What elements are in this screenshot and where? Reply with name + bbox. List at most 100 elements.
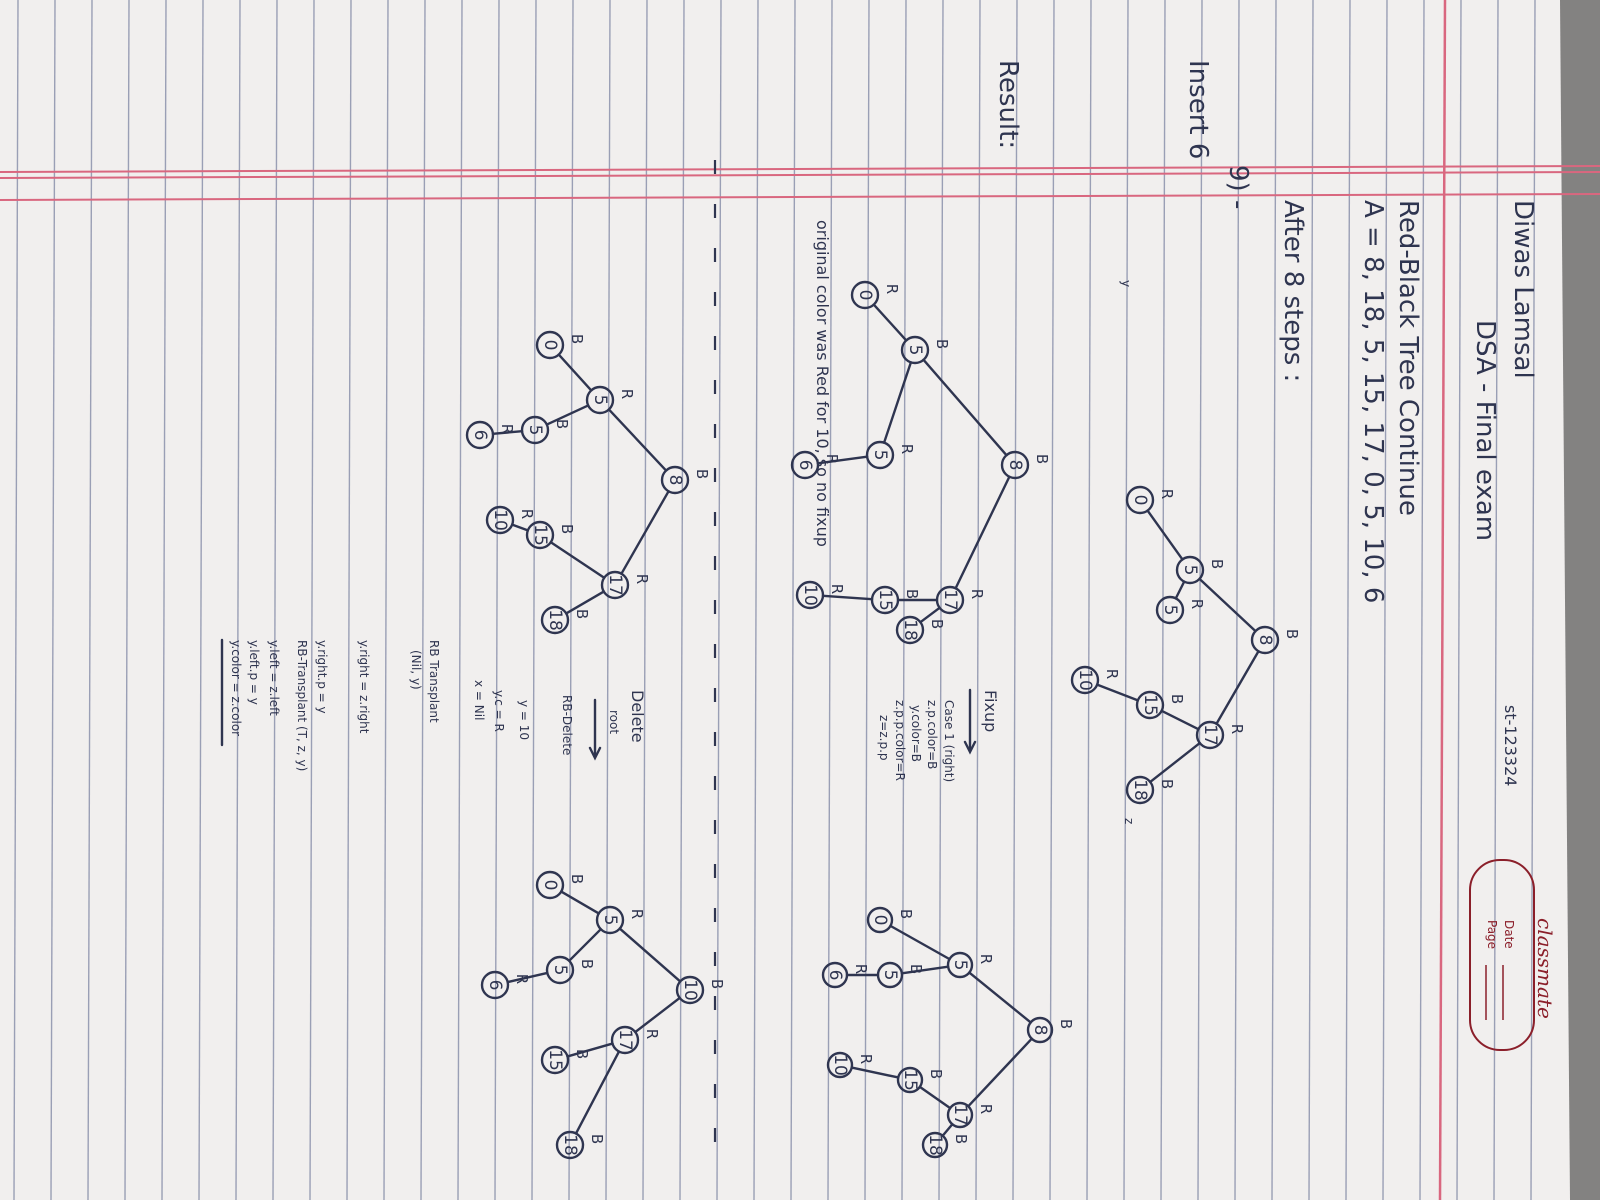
tree-edge bbox=[889, 924, 951, 961]
rule-line bbox=[1456, 0, 1462, 1200]
node-color-label: B bbox=[573, 1049, 591, 1059]
node-key: 5 bbox=[590, 395, 610, 406]
tree-edge bbox=[821, 594, 874, 601]
node-key: 18 bbox=[1130, 779, 1150, 801]
rule-line bbox=[716, 0, 722, 1200]
node-color-label: R bbox=[628, 909, 646, 919]
node-color-label: R bbox=[883, 284, 901, 294]
node-key: 6 bbox=[825, 970, 845, 981]
tree-node bbox=[1155, 595, 1185, 625]
tree-node bbox=[545, 955, 575, 985]
tree-node bbox=[790, 450, 820, 480]
transplant-note-6: y.left = z.left bbox=[267, 640, 281, 716]
node-key: 18 bbox=[560, 1134, 580, 1156]
question-title: Red-Black Tree Continue bbox=[1393, 200, 1423, 516]
tree-edge bbox=[941, 1123, 954, 1137]
tree-node bbox=[935, 585, 965, 615]
result-label: Result: bbox=[993, 60, 1023, 149]
node-color-label: B bbox=[903, 589, 921, 599]
tree-edge bbox=[506, 971, 549, 984]
node-key: 6 bbox=[485, 980, 505, 991]
node-key: 5 bbox=[870, 450, 890, 461]
tree-edge bbox=[882, 361, 913, 444]
rule-line bbox=[272, 0, 278, 1200]
tree-node bbox=[876, 961, 904, 989]
tree-edge bbox=[1198, 577, 1257, 633]
tree-edge bbox=[574, 1050, 621, 1135]
node-key: 10 bbox=[830, 1054, 850, 1076]
transplant-note-7: y.left.p = y bbox=[247, 640, 261, 705]
tree-node bbox=[1000, 450, 1030, 480]
tree-node bbox=[540, 605, 570, 635]
tree-node bbox=[900, 335, 930, 365]
node-color-label: R bbox=[852, 964, 870, 974]
rule-line bbox=[346, 0, 352, 1200]
delete-label: Delete bbox=[628, 690, 647, 743]
tree-node bbox=[795, 580, 825, 610]
delete-note-1: y = 10 bbox=[517, 700, 531, 740]
fixup-notes: Fixup Case 1 (right) z.p.color=B y.color… bbox=[877, 688, 1000, 782]
node-key: 0 bbox=[870, 915, 890, 926]
node-key: 15 bbox=[900, 1069, 920, 1091]
node-key: 15 bbox=[545, 1049, 565, 1071]
tree-node bbox=[896, 1066, 924, 1094]
tree-edge bbox=[607, 408, 668, 472]
tree-edge bbox=[510, 523, 530, 532]
tree-edge bbox=[922, 358, 1008, 457]
tree-node bbox=[555, 1130, 585, 1160]
conclusion-note: original color was Red for 10, so no fix… bbox=[813, 220, 832, 547]
node-color-label: R bbox=[828, 584, 846, 594]
tree-edge bbox=[491, 429, 524, 436]
transplant-note-1: RB Transplant bbox=[427, 640, 441, 723]
node-key: 5 bbox=[600, 915, 620, 926]
fixup-label: Fixup bbox=[981, 690, 1000, 732]
node-color-label: B bbox=[928, 619, 946, 629]
node-key: 0 bbox=[540, 340, 560, 351]
tree-edge bbox=[1149, 741, 1201, 784]
node-color-label: B bbox=[588, 1134, 606, 1144]
tree-edge bbox=[545, 404, 590, 426]
node-key: 8 bbox=[1005, 460, 1025, 471]
node-key: 6 bbox=[470, 430, 490, 441]
tree-node bbox=[480, 970, 510, 1000]
tree-edge bbox=[560, 890, 600, 915]
tree-edge bbox=[567, 927, 603, 963]
fixup-note-3: y.color=B bbox=[909, 705, 923, 762]
node-key: 10 bbox=[1075, 669, 1095, 691]
node-color-label: B bbox=[897, 909, 915, 919]
node-key: 18 bbox=[925, 1134, 945, 1156]
rule-line bbox=[1530, 0, 1536, 1200]
tree-edge bbox=[954, 475, 1011, 590]
node-color-label: R bbox=[618, 389, 636, 399]
node-color-label: R bbox=[498, 424, 516, 434]
delete-notes: Delete root RB-Delete y = 10 y.c = R x =… bbox=[220, 638, 647, 771]
insert-sequence: A = 8, 18, 5, 15, 17, 0, 5, 10, 6 bbox=[1358, 200, 1388, 603]
node-color-label: B bbox=[558, 524, 576, 534]
node-color-label: R bbox=[968, 589, 986, 599]
node-color-label: R bbox=[1158, 489, 1176, 499]
tree-node bbox=[1135, 690, 1165, 720]
tree-node bbox=[610, 1025, 640, 1055]
tree-node bbox=[1250, 625, 1280, 655]
node-key: 5 bbox=[525, 425, 545, 436]
tree-edge bbox=[919, 606, 941, 624]
tree-node bbox=[1195, 720, 1225, 750]
rule-line bbox=[1049, 0, 1055, 1200]
tree-edge bbox=[1215, 650, 1260, 725]
rule-line bbox=[1382, 0, 1388, 1200]
tree-node bbox=[520, 415, 550, 445]
student-id: st-123324 bbox=[1501, 705, 1520, 786]
rule-line bbox=[642, 0, 648, 1200]
node-key: 18 bbox=[545, 609, 565, 631]
tree-node bbox=[946, 951, 974, 979]
tree-node bbox=[540, 1045, 570, 1075]
y-marker: y bbox=[1119, 280, 1133, 287]
classmate-badge: classmate Date Page bbox=[1469, 859, 1557, 1051]
rule-line bbox=[1086, 0, 1092, 1200]
node-color-label: B bbox=[907, 964, 925, 974]
brand-logo: classmate bbox=[1533, 918, 1557, 1019]
rule-line bbox=[753, 0, 759, 1200]
transplant-note-8: y.color = z.color bbox=[229, 640, 243, 736]
